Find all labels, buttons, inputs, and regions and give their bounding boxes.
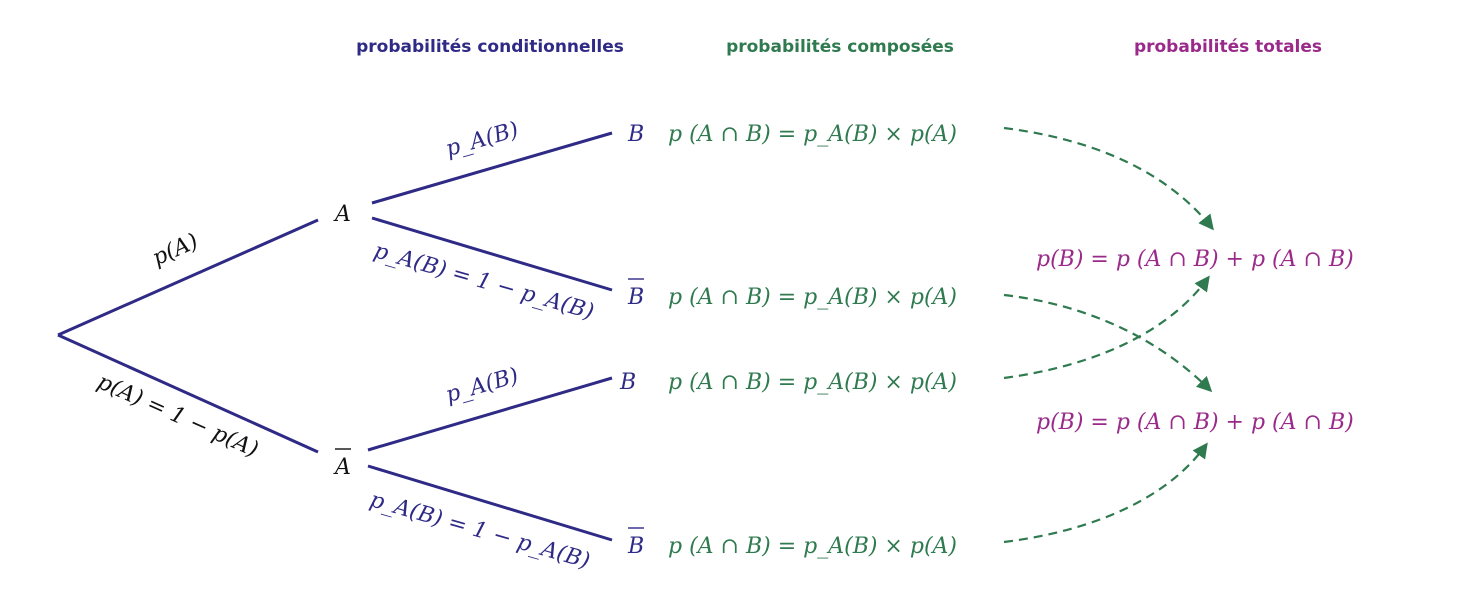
node-b-given-abar: B — [619, 370, 636, 395]
compound-a-bbar: p (A ∩ B) = p_A(B) × p(A) — [668, 285, 957, 310]
branch-abar-to-bbar — [367, 464, 613, 542]
header-compound-probabilities: probabilités composées — [726, 37, 954, 57]
header-conditional-probabilities: probabilités conditionnelles — [356, 37, 624, 57]
branch-a-to-bbar — [371, 216, 613, 292]
arrow-a-b-to-total-b — [1003, 126, 1214, 231]
node-bbar-given-abar: B — [627, 534, 644, 559]
compound-a-b: p (A ∩ B) = p_A(B) × p(A) — [668, 122, 957, 147]
node-a: A — [333, 202, 351, 227]
label-p-a: p(A) — [149, 229, 202, 271]
branch-abar-to-b — [367, 376, 613, 452]
label-pabar-b: p_A(B) — [443, 363, 521, 408]
arrow-abar-b-to-total-b — [1003, 275, 1210, 380]
header-total-probabilities: probabilités totales — [1134, 37, 1322, 57]
node-abar: A — [333, 455, 351, 480]
branch-a-to-b — [371, 131, 613, 205]
arrow-abar-bbar-to-total-bbar — [1003, 442, 1208, 544]
svg-text:p_A(B): p_A(B) — [443, 363, 521, 408]
node-bbar-given-a: B — [627, 285, 644, 310]
compound-abar-b: p (A ∩ B) = p_A(B) × p(A) — [668, 370, 957, 395]
branch-root-to-a — [57, 218, 319, 337]
compound-abar-bbar: p (A ∩ B) = p_A(B) × p(A) — [668, 534, 957, 559]
arrow-a-bbar-to-total-bbar — [1003, 293, 1213, 393]
total-p-bbar: p(B) = p (A ∩ B) + p (A ∩ B) — [1036, 410, 1354, 435]
svg-text:p_A(B): p_A(B) — [443, 117, 521, 162]
branch-root-to-abar — [57, 333, 319, 454]
svg-text:p(A): p(A) — [149, 229, 202, 271]
label-pa-b: p_A(B) — [443, 117, 521, 162]
node-b-given-a: B — [627, 122, 644, 147]
total-p-b: p(B) = p (A ∩ B) + p (A ∩ B) — [1036, 247, 1354, 272]
